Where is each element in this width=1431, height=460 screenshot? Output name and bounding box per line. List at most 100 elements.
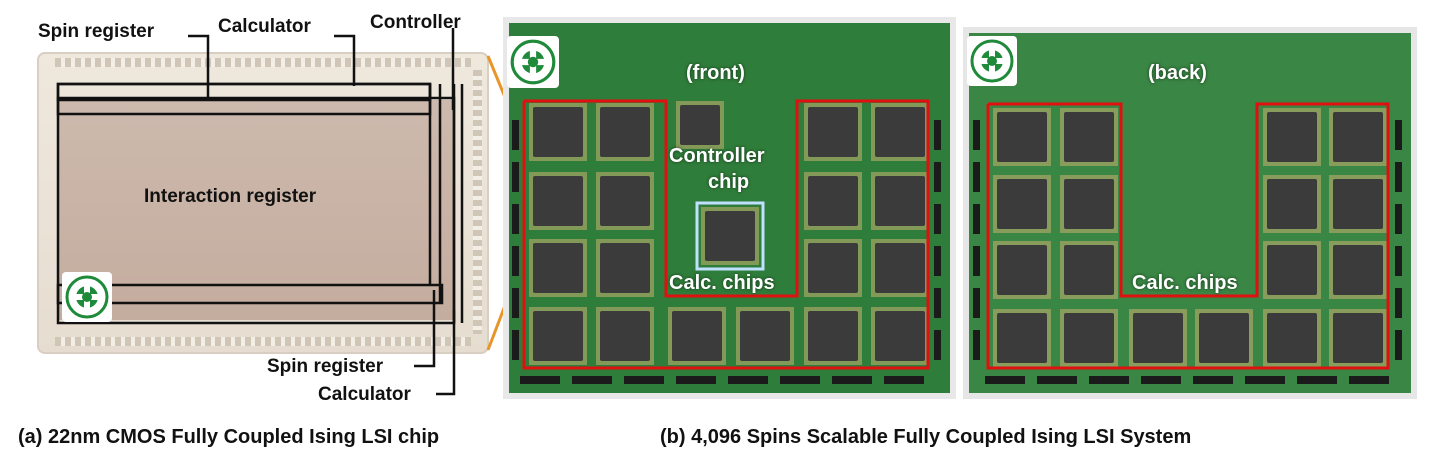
front-left-connector-5 xyxy=(512,330,519,360)
back-bottom-connector-6 xyxy=(1297,376,1337,384)
front-bottom-connector-6 xyxy=(832,376,872,384)
label-controller-chip-line1: Controller xyxy=(669,145,765,167)
front-left-connector-0 xyxy=(512,120,519,150)
calc-chip-front-10 xyxy=(808,243,858,293)
back-right-connector-0 xyxy=(1395,120,1402,150)
logo-icon xyxy=(510,39,556,85)
calc-chip-front-12 xyxy=(533,311,583,361)
back-left-connector-4 xyxy=(973,288,980,318)
calc-chip-back-3 xyxy=(1333,112,1383,162)
calc-chip-front-4 xyxy=(533,176,583,226)
university-logo-back xyxy=(967,36,1017,86)
front-right-connector-3 xyxy=(934,246,941,276)
back-bottom-connector-1 xyxy=(1037,376,1077,384)
front-right-connector-2 xyxy=(934,204,941,234)
calc-chip-front-8 xyxy=(533,243,583,293)
front-bottom-connector-2 xyxy=(624,376,664,384)
back-bottom-connector-4 xyxy=(1193,376,1233,384)
calc-chip-back-17 xyxy=(1333,313,1383,363)
label-front: (front) xyxy=(686,62,745,84)
label-calculator-bottom: Calculator xyxy=(318,384,411,405)
calc-chip-front-7 xyxy=(875,176,925,226)
calc-chip-back-6 xyxy=(1267,179,1317,229)
label-calc-chips-front: Calc. chips xyxy=(669,272,775,294)
university-logo-chip xyxy=(62,272,112,322)
calc-chip-back-1 xyxy=(1064,112,1114,162)
calc-chip-front-9 xyxy=(600,243,650,293)
calc-chip-back-8 xyxy=(997,245,1047,295)
pad-ring-top xyxy=(55,58,471,67)
front-left-connector-4 xyxy=(512,288,519,318)
back-bottom-connector-2 xyxy=(1089,376,1129,384)
calc-chip-back-0 xyxy=(997,112,1047,162)
calc-chips-outline-front xyxy=(522,99,930,370)
calc-chip-back-12 xyxy=(997,313,1047,363)
caption-a: (a) 22nm CMOS Fully Coupled Ising LSI ch… xyxy=(18,426,440,448)
calc-chip-back-11 xyxy=(1333,245,1383,295)
calc-chip-back-4 xyxy=(997,179,1047,229)
calc-chip-front-14 xyxy=(672,311,722,361)
back-right-connector-3 xyxy=(1395,246,1402,276)
calc-chip-front-3 xyxy=(875,107,925,157)
pad-ring-right xyxy=(473,70,482,334)
calc-chip-front-6 xyxy=(808,176,858,226)
calc-chip-front-5 xyxy=(600,176,650,226)
calc-chip-front-15 xyxy=(740,311,790,361)
back-right-connector-1 xyxy=(1395,162,1402,192)
calc-chip-back-2 xyxy=(1267,112,1317,162)
front-left-connector-1 xyxy=(512,162,519,192)
front-left-connector-2 xyxy=(512,204,519,234)
calc-chip-back-15 xyxy=(1199,313,1249,363)
calc-chip-back-9 xyxy=(1064,245,1114,295)
back-left-connector-1 xyxy=(973,162,980,192)
back-bottom-connector-0 xyxy=(985,376,1025,384)
front-bottom-connector-0 xyxy=(520,376,560,384)
label-interaction-register: Interaction register xyxy=(144,186,317,207)
calc-chip-back-14 xyxy=(1133,313,1183,363)
calc-chip-back-5 xyxy=(1064,179,1114,229)
calc-chip-front-1 xyxy=(600,107,650,157)
front-bottom-connector-1 xyxy=(572,376,612,384)
back-left-connector-5 xyxy=(973,330,980,360)
front-right-connector-1 xyxy=(934,162,941,192)
calc-chip-front-0 xyxy=(533,107,583,157)
back-left-connector-2 xyxy=(973,204,980,234)
front-bottom-connector-3 xyxy=(676,376,716,384)
back-right-connector-2 xyxy=(1395,204,1402,234)
calc-chip-back-10 xyxy=(1267,245,1317,295)
calc-chips-outline-back xyxy=(986,102,1390,370)
label-calculator-top: Calculator xyxy=(218,16,311,37)
calc-chip-front-13 xyxy=(600,311,650,361)
label-controller: Controller xyxy=(370,12,461,33)
controller-chip-highlight xyxy=(695,201,765,271)
calc-chip-back-16 xyxy=(1267,313,1317,363)
front-right-connector-0 xyxy=(934,120,941,150)
calc-chip-front-2 xyxy=(808,107,858,157)
aux-chip-front xyxy=(680,105,720,145)
calc-chip-back-7 xyxy=(1333,179,1383,229)
back-bottom-connector-7 xyxy=(1349,376,1389,384)
logo-icon xyxy=(65,275,109,319)
university-logo-front xyxy=(507,36,559,88)
controller-chip xyxy=(705,211,755,261)
label-controller-chip-line2: chip xyxy=(708,171,750,193)
pad-ring-bottom xyxy=(55,337,471,346)
calc-chip-back-13 xyxy=(1064,313,1114,363)
back-right-connector-5 xyxy=(1395,330,1402,360)
caption-b: (b) 4,096 Spins Scalable Fully Coupled I… xyxy=(660,426,1192,448)
label-spin-register-bottom: Spin register xyxy=(267,356,384,377)
front-right-connector-4 xyxy=(934,288,941,318)
back-bottom-connector-5 xyxy=(1245,376,1285,384)
back-bottom-connector-3 xyxy=(1141,376,1181,384)
calc-chip-front-16 xyxy=(808,311,858,361)
back-left-connector-0 xyxy=(973,120,980,150)
calc-chip-front-11 xyxy=(875,243,925,293)
interaction-register-area xyxy=(59,100,454,320)
label-back: (back) xyxy=(1148,62,1207,84)
calc-chip-front-17 xyxy=(875,311,925,361)
back-right-connector-4 xyxy=(1395,288,1402,318)
back-left-connector-3 xyxy=(973,246,980,276)
front-bottom-connector-7 xyxy=(884,376,924,384)
logo-icon xyxy=(970,39,1014,83)
